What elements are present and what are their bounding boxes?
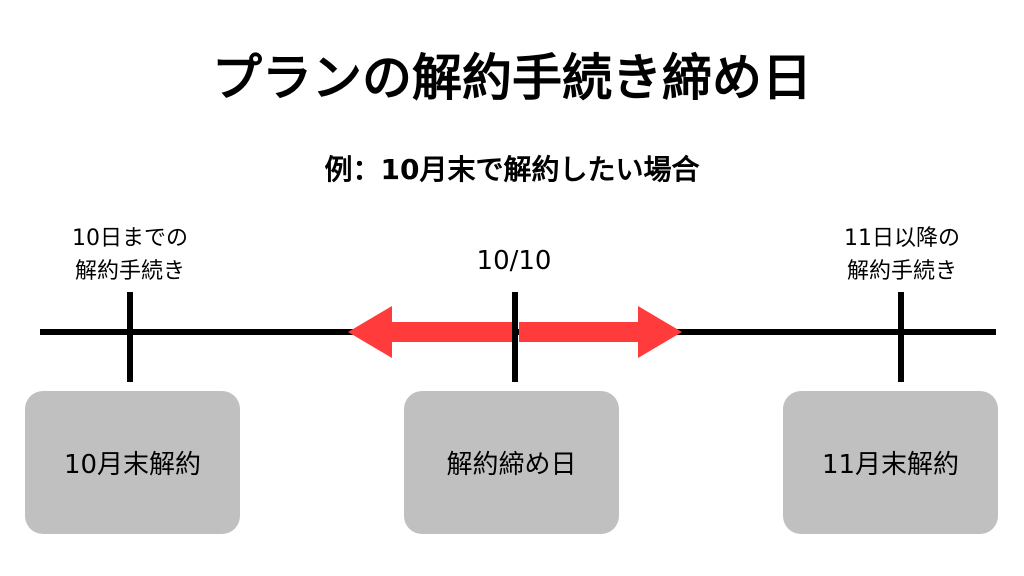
page-title: プランの解約手続き締め日 [212, 49, 812, 107]
left-label-line1: 10日までの [72, 226, 188, 251]
double-arrow-icon [348, 306, 682, 358]
left-label: 10日までの 解約手続き [30, 222, 230, 288]
left-label-line2: 解約手続き [74, 259, 185, 284]
right-label-line2: 解約手続き [846, 259, 957, 284]
center-label: 10/10 [476, 246, 552, 276]
box-deadline: 解約締め日 [404, 391, 619, 534]
box-november-end: 11月末解約 [783, 391, 998, 534]
subtitle: 例：10月末で解約したい場合 [324, 153, 700, 186]
right-label: 11日以降の 解約手続き [802, 222, 1002, 288]
box-october-end: 10月末解約 [25, 391, 240, 534]
right-label-line1: 11日以降の [844, 226, 960, 251]
